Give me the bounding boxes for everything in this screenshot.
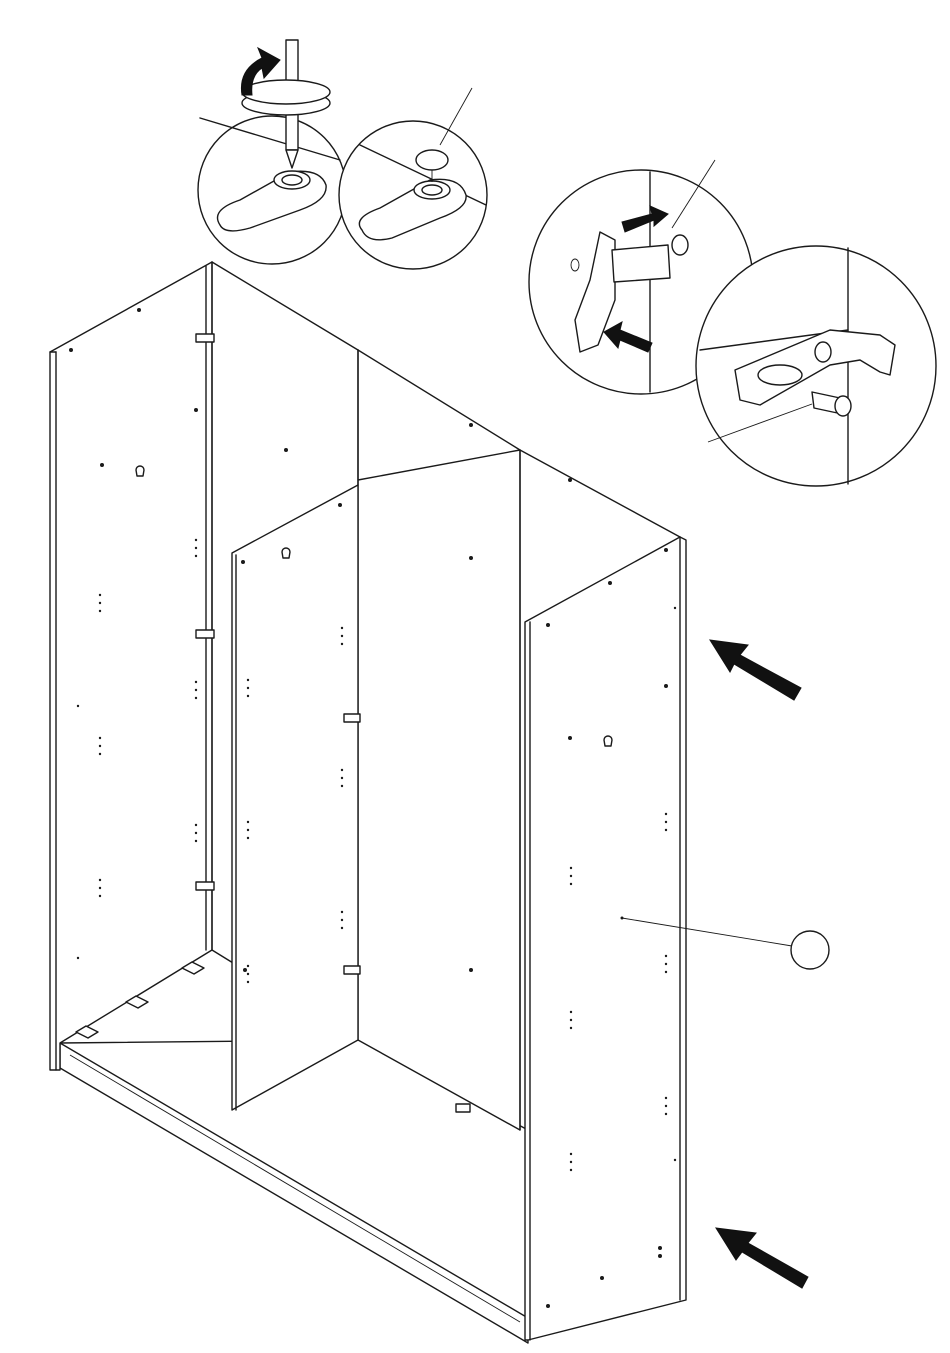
direction-arrows: [710, 640, 808, 1288]
detail-leveling-foot-cap: [339, 88, 487, 269]
detail-connector-screw: [696, 246, 936, 486]
middle-divider-panel: [232, 485, 358, 1110]
back-panel: [358, 350, 520, 1130]
detail-leveling-foot-turn: [198, 40, 346, 264]
callout-circle: [791, 931, 829, 969]
cabinet-carcass: [50, 262, 686, 1343]
right-side-panel: [525, 537, 686, 1340]
arrow-icon: [710, 640, 801, 700]
left-side-panel: [50, 262, 212, 1070]
arrow-icon: [716, 1228, 808, 1288]
